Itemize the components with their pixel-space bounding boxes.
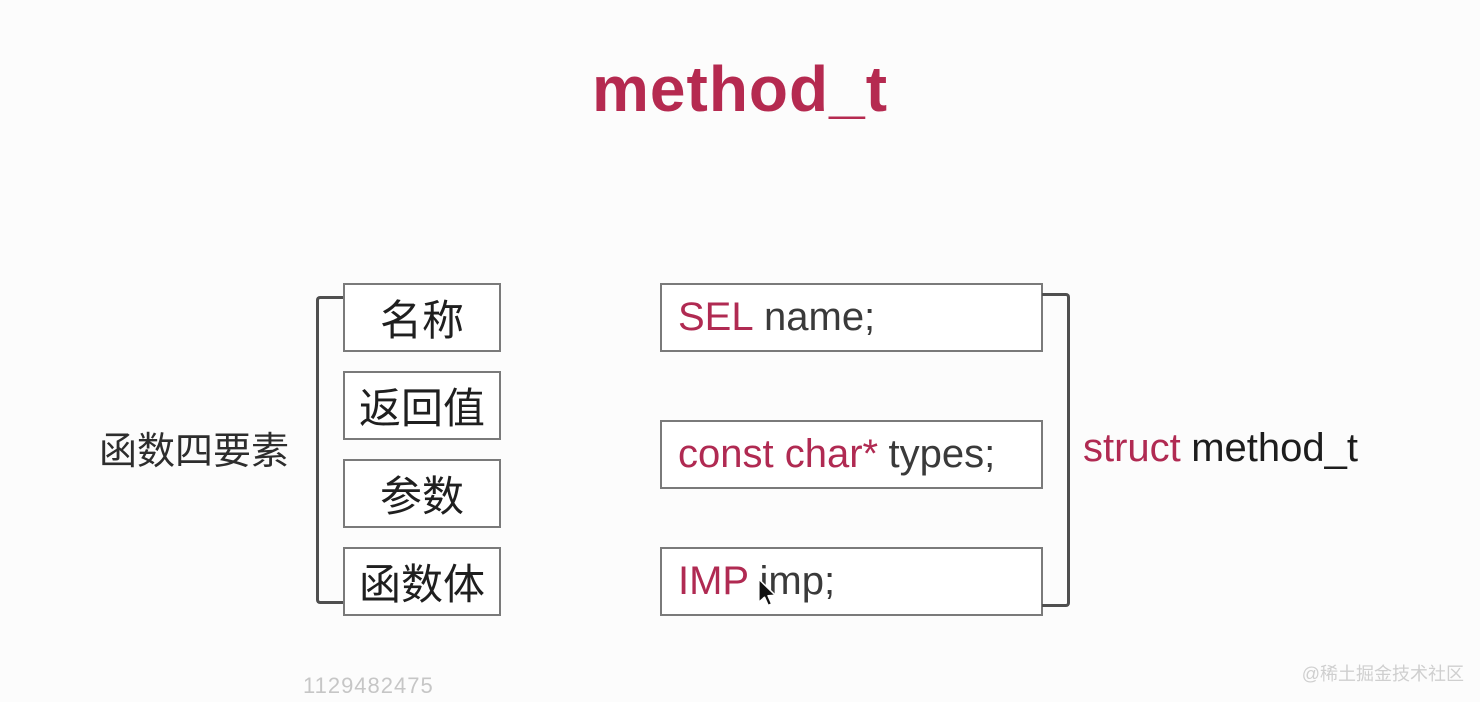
left-grouping-bracket	[316, 296, 346, 604]
function-element-box-body: 函数体	[343, 547, 501, 616]
field-type-keyword: IMP	[678, 559, 750, 603]
function-element-box-return-value: 返回值	[343, 371, 501, 440]
function-element-label: 参数	[379, 473, 464, 520]
function-elements-caption: 函数四要素	[98, 431, 289, 473]
struct-name-text: method_t	[1191, 426, 1358, 470]
struct-keyword: struct	[1083, 426, 1181, 470]
page-title: method_t	[592, 53, 888, 125]
field-name-text: name;	[764, 295, 876, 339]
function-element-label: 函数体	[358, 561, 485, 608]
field-type-keyword: SEL	[678, 295, 754, 339]
field-name-text: types;	[888, 432, 996, 476]
gray-id-number: 1129482475	[303, 673, 434, 698]
function-element-box-name: 名称	[343, 283, 501, 352]
function-element-box-parameters: 参数	[343, 459, 501, 528]
struct-field-box-types: const char*types;	[660, 420, 1043, 489]
right-grouping-bracket	[1042, 293, 1070, 607]
function-element-label: 名称	[379, 297, 464, 344]
field-type-keyword: const char*	[678, 432, 879, 476]
community-watermark: @稀土掘金技术社区	[1301, 664, 1464, 684]
function-element-label: 返回值	[358, 385, 485, 432]
mouse-cursor-icon	[758, 578, 777, 607]
